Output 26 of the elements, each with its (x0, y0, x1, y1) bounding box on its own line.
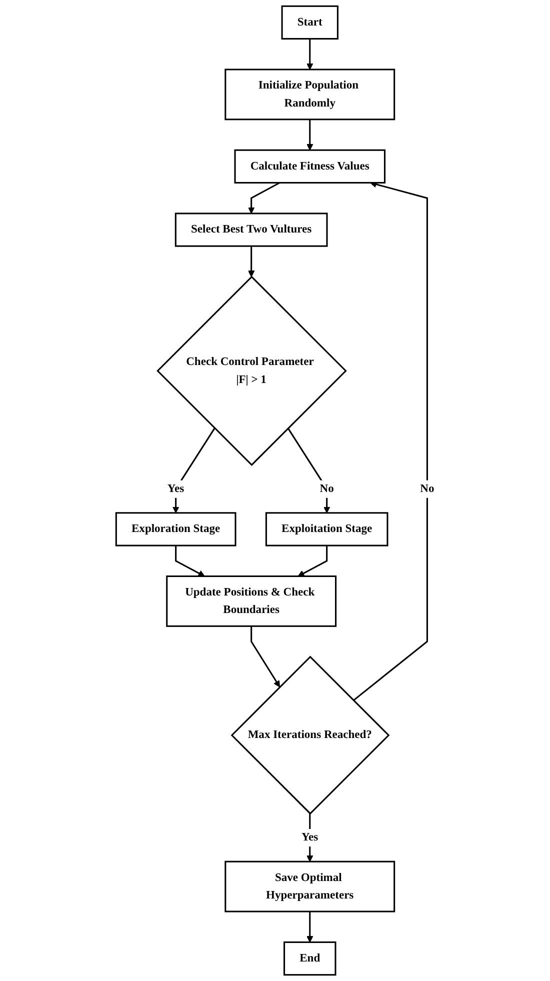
arrow (306, 119, 314, 150)
arrow (352, 181, 428, 702)
node-box: Initialize Population Randomly (224, 68, 395, 120)
edge-label: No (320, 482, 334, 495)
arrow (306, 38, 314, 70)
node-box: Save Optimal Hyperparameters (224, 860, 395, 912)
edge-label: Yes (301, 831, 318, 844)
node-box: End (283, 941, 336, 976)
arrow (172, 428, 216, 514)
node-box: Calculate Fitness Values (234, 149, 386, 184)
node-diamond: Check Control Parameter |F| > 1 (156, 276, 347, 466)
node-box: Start (281, 5, 338, 40)
arrow (287, 428, 330, 514)
edge-label: Yes (167, 482, 184, 495)
node-box: Exploration Stage (115, 512, 236, 546)
arrow (306, 912, 314, 943)
node-box: Exploitation Stage (265, 512, 388, 546)
arrow (174, 546, 205, 577)
arrow (248, 182, 280, 214)
node-diamond: Max Iterations Reached? (230, 656, 390, 815)
node-box: Update Positions & Check Boundaries (166, 575, 336, 627)
node-box: Select Best Two Vultures (174, 212, 328, 247)
edge-label: No (420, 482, 434, 495)
arrow (298, 546, 328, 577)
arrow (248, 246, 254, 278)
arrow (250, 626, 280, 688)
